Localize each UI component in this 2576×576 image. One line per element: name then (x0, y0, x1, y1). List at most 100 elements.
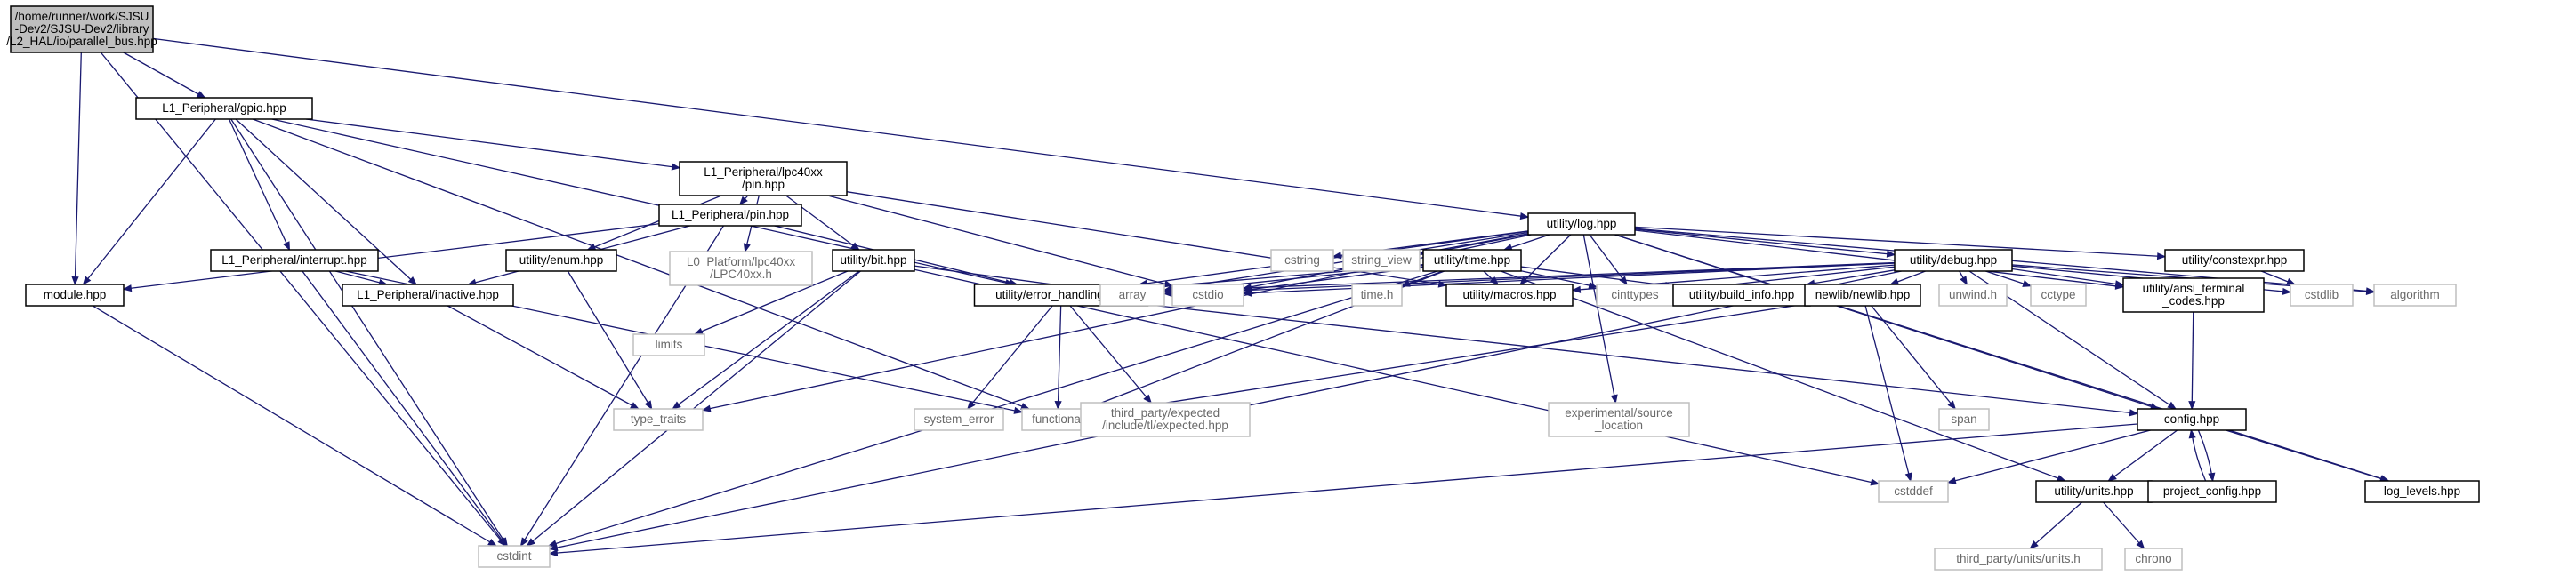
node-label: third_party/expected (1111, 406, 1220, 420)
arrow-head-icon (1013, 406, 1024, 414)
arrow-head-icon (1054, 401, 1062, 411)
arrow-head-icon (487, 538, 497, 547)
node-label: span (1951, 412, 1976, 426)
node-box (613, 408, 704, 431)
node-label: unwind.h (1949, 288, 1997, 301)
node-log-levels[interactable]: log_levels.hpp (2364, 480, 2480, 503)
node-interrupt[interactable]: L1_Peripheral/interrupt.hpp (210, 249, 379, 272)
node-expected: third_party/expected/include/tl/expected… (1080, 402, 1251, 437)
node-layer: /home/runner/work/SJSU-Dev2/SJSU-Dev2/li… (6, 5, 2480, 571)
node-label: -Dev2/SJSU-Dev2/library (15, 22, 149, 36)
node-debug[interactable]: utility/debug.hpp (1894, 249, 2013, 272)
edge-lpc40xx_pin-to-l1_pin (738, 195, 749, 206)
node-config[interactable]: config.hpp (2137, 408, 2247, 431)
arrow-head-icon (283, 241, 291, 252)
node-label: cstddef (1894, 484, 1933, 498)
edge-line (334, 270, 388, 285)
node-box (478, 545, 551, 568)
arrow-head-icon (526, 538, 535, 547)
edge-module-to-cstdint (92, 305, 497, 547)
node-cctype: cctype (2030, 284, 2087, 307)
node-box (1938, 284, 2008, 307)
arrow-head-icon (1960, 276, 1968, 286)
node-l1-pin[interactable]: L1_Peripheral/pin.hpp (658, 204, 802, 227)
edge-units-to-chrono (2103, 501, 2145, 550)
node-box (2030, 284, 2087, 307)
node-gpio[interactable]: L1_Peripheral/gpio.hpp (135, 97, 313, 120)
node-parallel-bus[interactable]: /home/runner/work/SJSU-Dev2/SJSU-Dev2/li… (6, 5, 157, 53)
node-inactive[interactable]: L1_Peripheral/inactive.hpp (342, 284, 514, 307)
node-label: /L2_HAL/io/parallel_bus.hpp (6, 35, 157, 48)
node-label: array (1119, 288, 1147, 301)
edge-line (567, 270, 653, 410)
node-macros[interactable]: utility/macros.hpp (1445, 284, 1574, 307)
node-cstdlib: cstdlib (2290, 284, 2354, 307)
node-label: utility/error_handling.hpp (995, 288, 1127, 301)
node-chrono: chrono (2124, 548, 2183, 571)
node-label: L1_Peripheral/pin.hpp (672, 208, 789, 221)
node-label: L1_Peripheral/lpc40xx (704, 165, 823, 179)
edge-line (694, 270, 849, 335)
arrow-head-icon (2107, 473, 2117, 482)
node-box (1171, 284, 1244, 307)
arrow-head-icon (644, 400, 653, 411)
edge-project_config-to-config (2188, 428, 2207, 482)
node-cstring: cstring (1270, 249, 1334, 272)
node-label: utility/macros.hpp (1462, 288, 1556, 301)
node-build-info[interactable]: utility/build_info.hpp (1672, 284, 1811, 307)
edge-bit-to-type_traits (672, 270, 860, 410)
arrow-head-icon (2129, 409, 2139, 417)
node-label: system_error (924, 412, 994, 426)
node-label: utility/log.hpp (1547, 217, 1617, 230)
edge-debug-to-newlib (1889, 270, 1926, 285)
edge-line (549, 423, 2138, 555)
node-project-config[interactable]: project_config.hpp (2147, 480, 2277, 503)
node-label: L1_Peripheral/gpio.hpp (162, 101, 286, 115)
arrow-head-icon (122, 284, 133, 292)
node-box (669, 251, 813, 286)
node-units[interactable]: utility/units.hpp (2035, 480, 2153, 503)
node-time-h: time.h (1351, 284, 1403, 307)
edge-line (152, 37, 1529, 218)
node-label: _location (1594, 419, 1643, 432)
arrow-head-icon (1519, 212, 1530, 220)
node-module[interactable]: module.hpp (25, 284, 125, 307)
edge-line (74, 52, 82, 285)
edge-line (1614, 234, 2389, 482)
node-log[interactable]: utility/log.hpp (1527, 212, 1636, 236)
arrow-head-icon (2029, 540, 2039, 549)
node-source-location: experimental/source_location (1548, 402, 1690, 437)
edge-line (123, 52, 205, 99)
edge-parallel_bus-to-module (71, 52, 82, 286)
node-box (1938, 408, 1990, 431)
node-box (1527, 212, 1636, 236)
node-box (1445, 284, 1574, 307)
arrow-head-icon (738, 196, 748, 206)
edge-line (827, 195, 1173, 287)
arrow-head-icon (671, 163, 681, 171)
node-enum[interactable]: utility/enum.hpp (505, 249, 617, 272)
edge-line (2191, 311, 2194, 410)
node-lpc40xx-pin[interactable]: L1_Peripheral/lpc40xx/pin.hpp (679, 161, 848, 196)
arrow-head-icon (2188, 401, 2196, 411)
edge-line (230, 118, 508, 547)
edge-line (1057, 305, 1062, 410)
node-box (1422, 249, 1522, 272)
edge-config-to-log_levels (2226, 429, 2389, 483)
node-label: algorithm (2390, 288, 2440, 301)
node-ansi[interactable]: utility/ansi_terminal_codes.hpp (2122, 277, 2265, 313)
arrow-head-icon (2282, 287, 2292, 295)
node-box (135, 97, 313, 120)
node-label: utility/enum.hpp (519, 253, 604, 267)
node-newlib[interactable]: newlib/newlib.hpp (1804, 284, 1921, 307)
edge-log-to-constexpr (1634, 226, 2167, 260)
node-label: utility/build_info.hpp (1689, 288, 1795, 301)
node-constexpr[interactable]: utility/constexpr.hpp (2164, 249, 2305, 272)
arrow-head-icon (2167, 401, 2178, 410)
node-label: /pin.hpp (742, 178, 785, 191)
node-bit[interactable]: utility/bit.hpp (832, 249, 915, 272)
node-box (1342, 249, 1421, 272)
node-time[interactable]: utility/time.hpp (1422, 249, 1522, 272)
edge-line (302, 270, 507, 547)
